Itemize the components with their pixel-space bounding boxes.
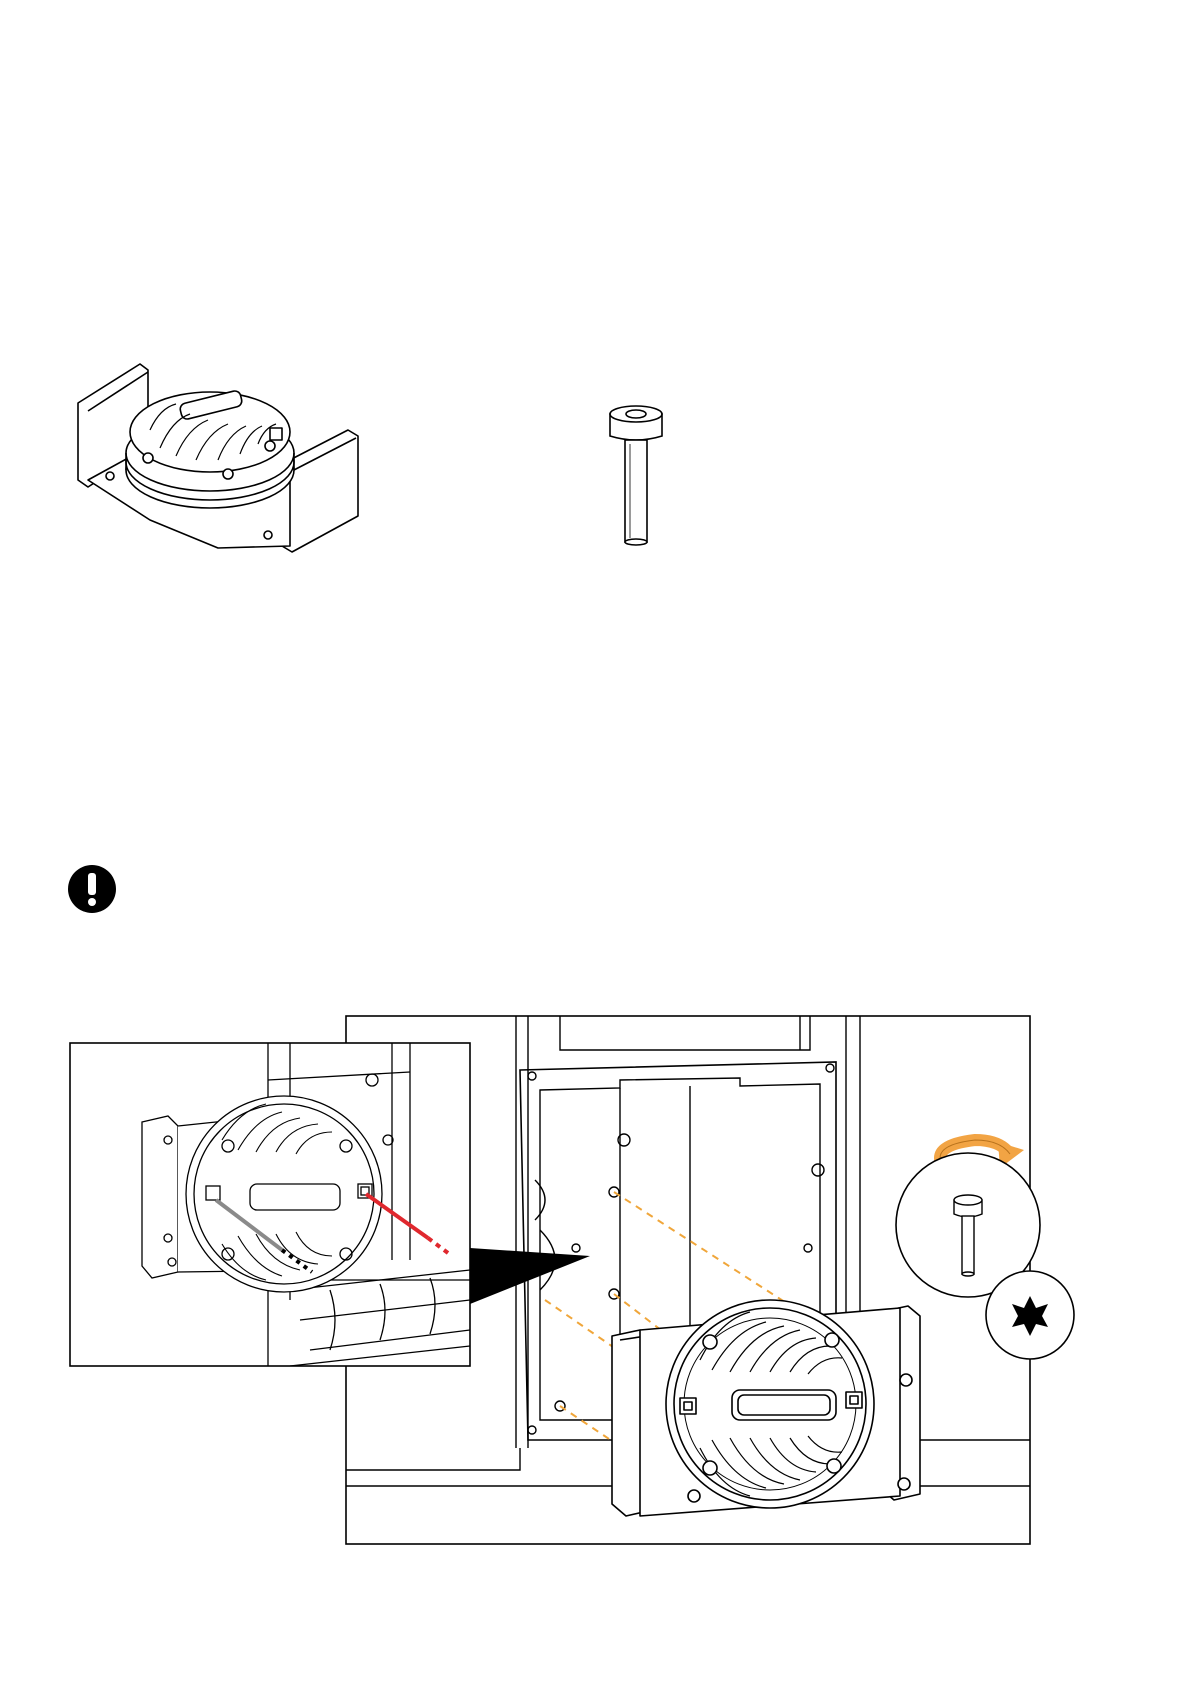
torx-screw-part xyxy=(610,406,662,545)
exclamation-circle-icon xyxy=(68,865,116,913)
torx-star-icon xyxy=(986,1271,1074,1359)
driver-bracket-part xyxy=(78,364,358,552)
driver-being-installed xyxy=(612,1300,920,1516)
